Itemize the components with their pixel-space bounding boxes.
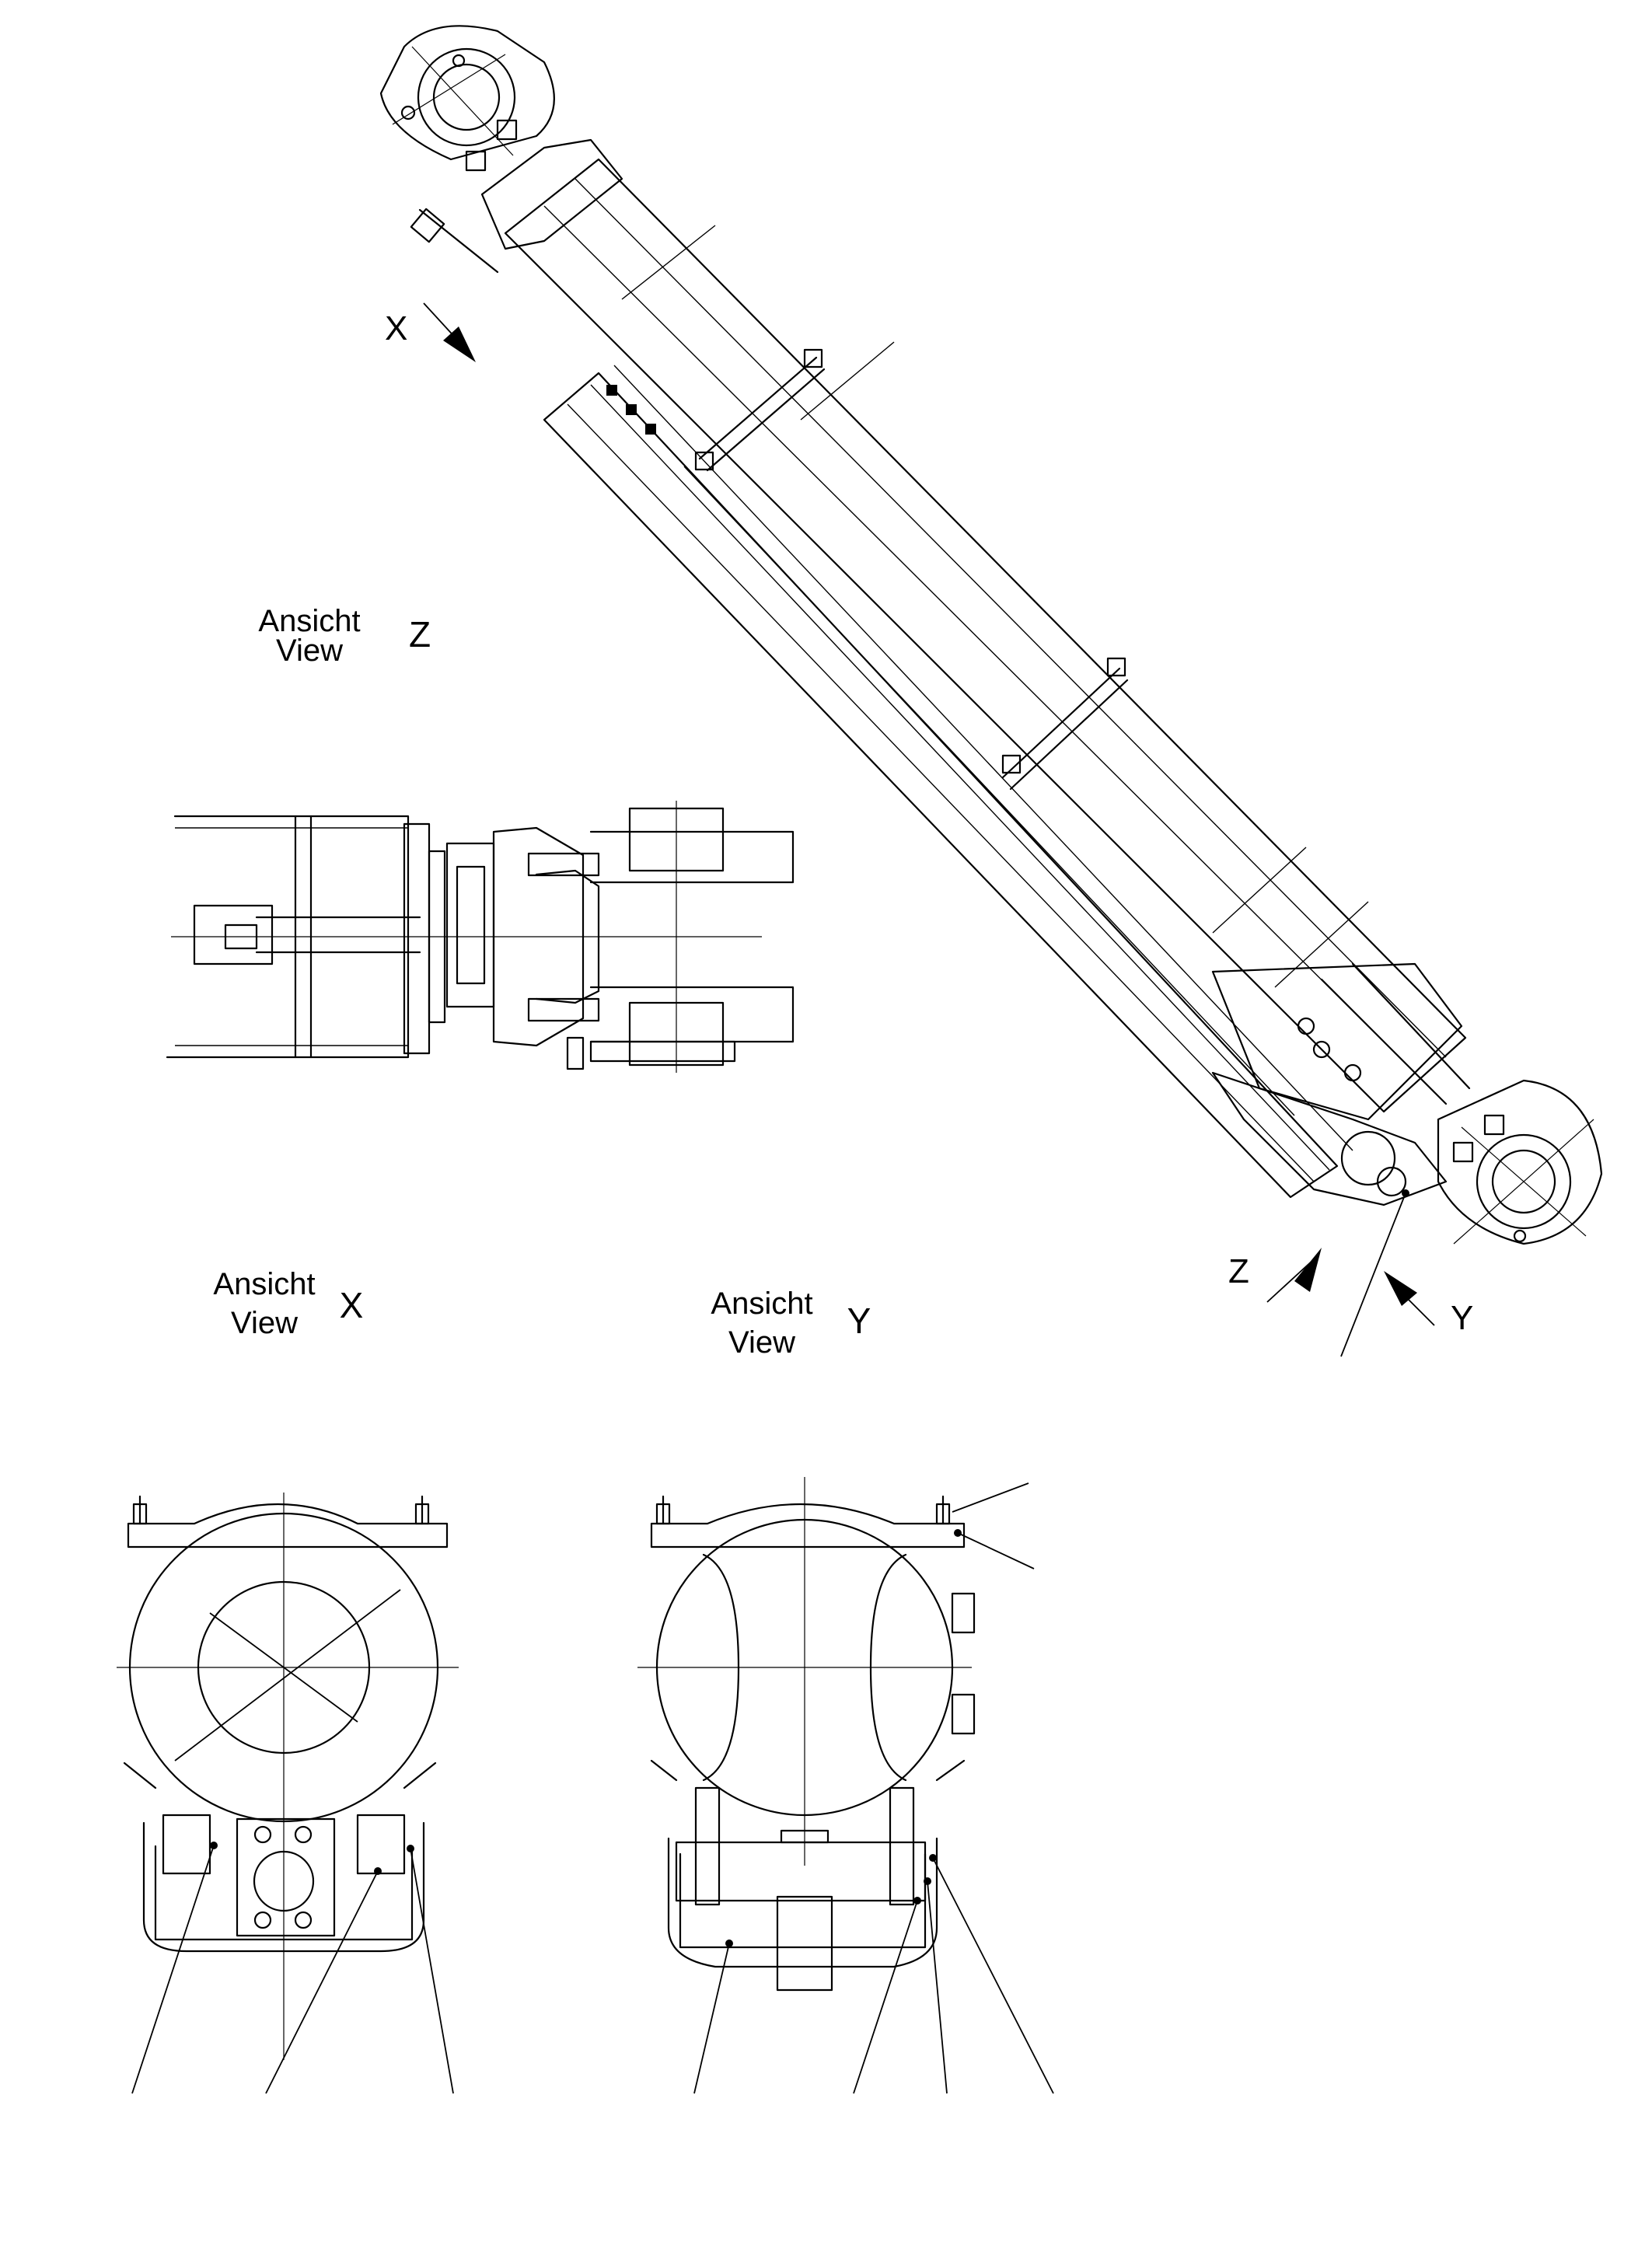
view-direction-arrow-icon (443, 326, 476, 362)
view-z-drawing (166, 801, 795, 1073)
view-arrow-z: Z (1228, 1248, 1322, 1303)
view-direction-arrow-icon (1294, 1248, 1322, 1292)
view-y-line1: Ansicht (711, 1287, 812, 1321)
bottom-rod-eye (1437, 1079, 1603, 1245)
view-x-line1: Ansicht (213, 1267, 315, 1301)
view-y-line2: View (728, 1325, 795, 1360)
view-y-label: Ansicht View Y (711, 1287, 871, 1360)
arrow-z-label: Z (1228, 1252, 1249, 1290)
view-y-drawing (637, 1477, 1054, 2094)
view-x-letter: X (340, 1285, 364, 1325)
view-arrow-y: Y (1384, 1271, 1473, 1337)
view-x-line2: View (231, 1306, 298, 1340)
view-y-letter: Y (847, 1301, 871, 1341)
view-z-letter: Z (409, 614, 431, 655)
view-x-drawing (117, 1493, 459, 2094)
view-z-label: Ansicht View Z (258, 604, 431, 668)
view-z-line1: Ansicht (258, 604, 360, 638)
view-z-line2: View (276, 634, 343, 668)
view-x-label: Ansicht View X (213, 1267, 363, 1340)
arrow-x-label: X (385, 309, 407, 347)
view-arrow-x: X (385, 302, 476, 362)
view-direction-arrow-icon (1384, 1271, 1417, 1306)
hydraulic-cylinder-main-view (379, 25, 1603, 1357)
top-rod-eye (379, 25, 555, 172)
arrow-y-label: Y (1451, 1299, 1473, 1337)
